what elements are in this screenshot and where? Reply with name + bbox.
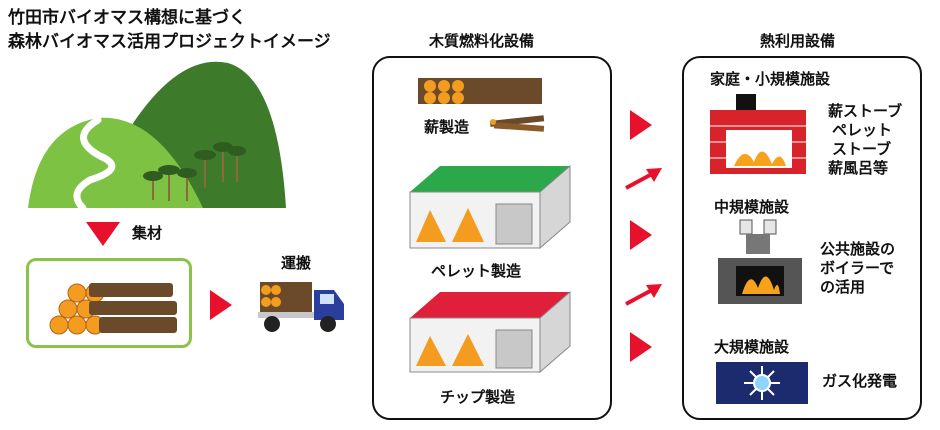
firewood-label: 薪製造 [424,118,470,136]
firewood-stove-icon [710,94,806,174]
small-facility-items: 薪ストーブ ペレット ストーブ 薪風呂等 [828,102,902,178]
usage-text: の活用 [820,278,866,296]
truck-icon [258,282,344,332]
stove-pellet-text-2: ストーブ [832,140,892,158]
diagonal-arrow-icon [625,168,662,190]
pellet-warehouse-icon [409,164,571,250]
arrow-right-icon [630,110,652,140]
transport-label: 運搬 [281,254,312,272]
arrow-right-icon [630,332,652,362]
firewood-bath-text: 薪風呂等 [828,159,889,177]
diagonal-arrow-icon [625,284,662,306]
stove-pellet-text: ペレット [832,121,893,139]
boiler-icon [718,219,802,304]
stove-firewood-text: 薪ストーブ [828,102,903,120]
arrow-right-icon [630,220,652,250]
large-facility-title: 大規模施設 [714,338,790,356]
page-title: 竹田市バイオマス構想に基づく 森林バイオマス活用プロジェクトイメージ [8,6,331,54]
boiler-text: ボイラーで [820,259,895,277]
pellet-label: ペレット製造 [431,262,522,280]
arrow-right-icon [210,290,232,320]
small-facility-title: 家庭・小規模施設 [710,70,831,88]
title-line-1: 竹田市バイオマス構想に基づく [8,8,246,28]
heat-use-header: 熱利用設備 [760,32,836,50]
gasification-generator-icon [716,362,808,404]
log-pile-icon [49,283,177,335]
chip-label: チップ製造 [440,388,516,406]
gas-power-text: ガス化発電 [822,372,898,390]
title-line-2: 森林バイオマス活用プロジェクトイメージ [8,32,331,52]
firewood-stack-icon [418,78,542,104]
split-wood-icon [489,115,545,132]
public-facility-text: 公共施設の [820,240,896,258]
down-arrow-icon [86,222,120,246]
medium-facility-title: 中規模施設 [714,198,790,216]
log-pile-box [26,258,192,348]
medium-facility-items: 公共施設の ボイラーで の活用 [820,240,895,297]
collect-label: 集材 [132,224,163,242]
wood-fuel-header: 木質燃料化設備 [429,32,535,50]
forest-mountains-icon [28,61,286,212]
chip-warehouse-icon [409,290,571,374]
